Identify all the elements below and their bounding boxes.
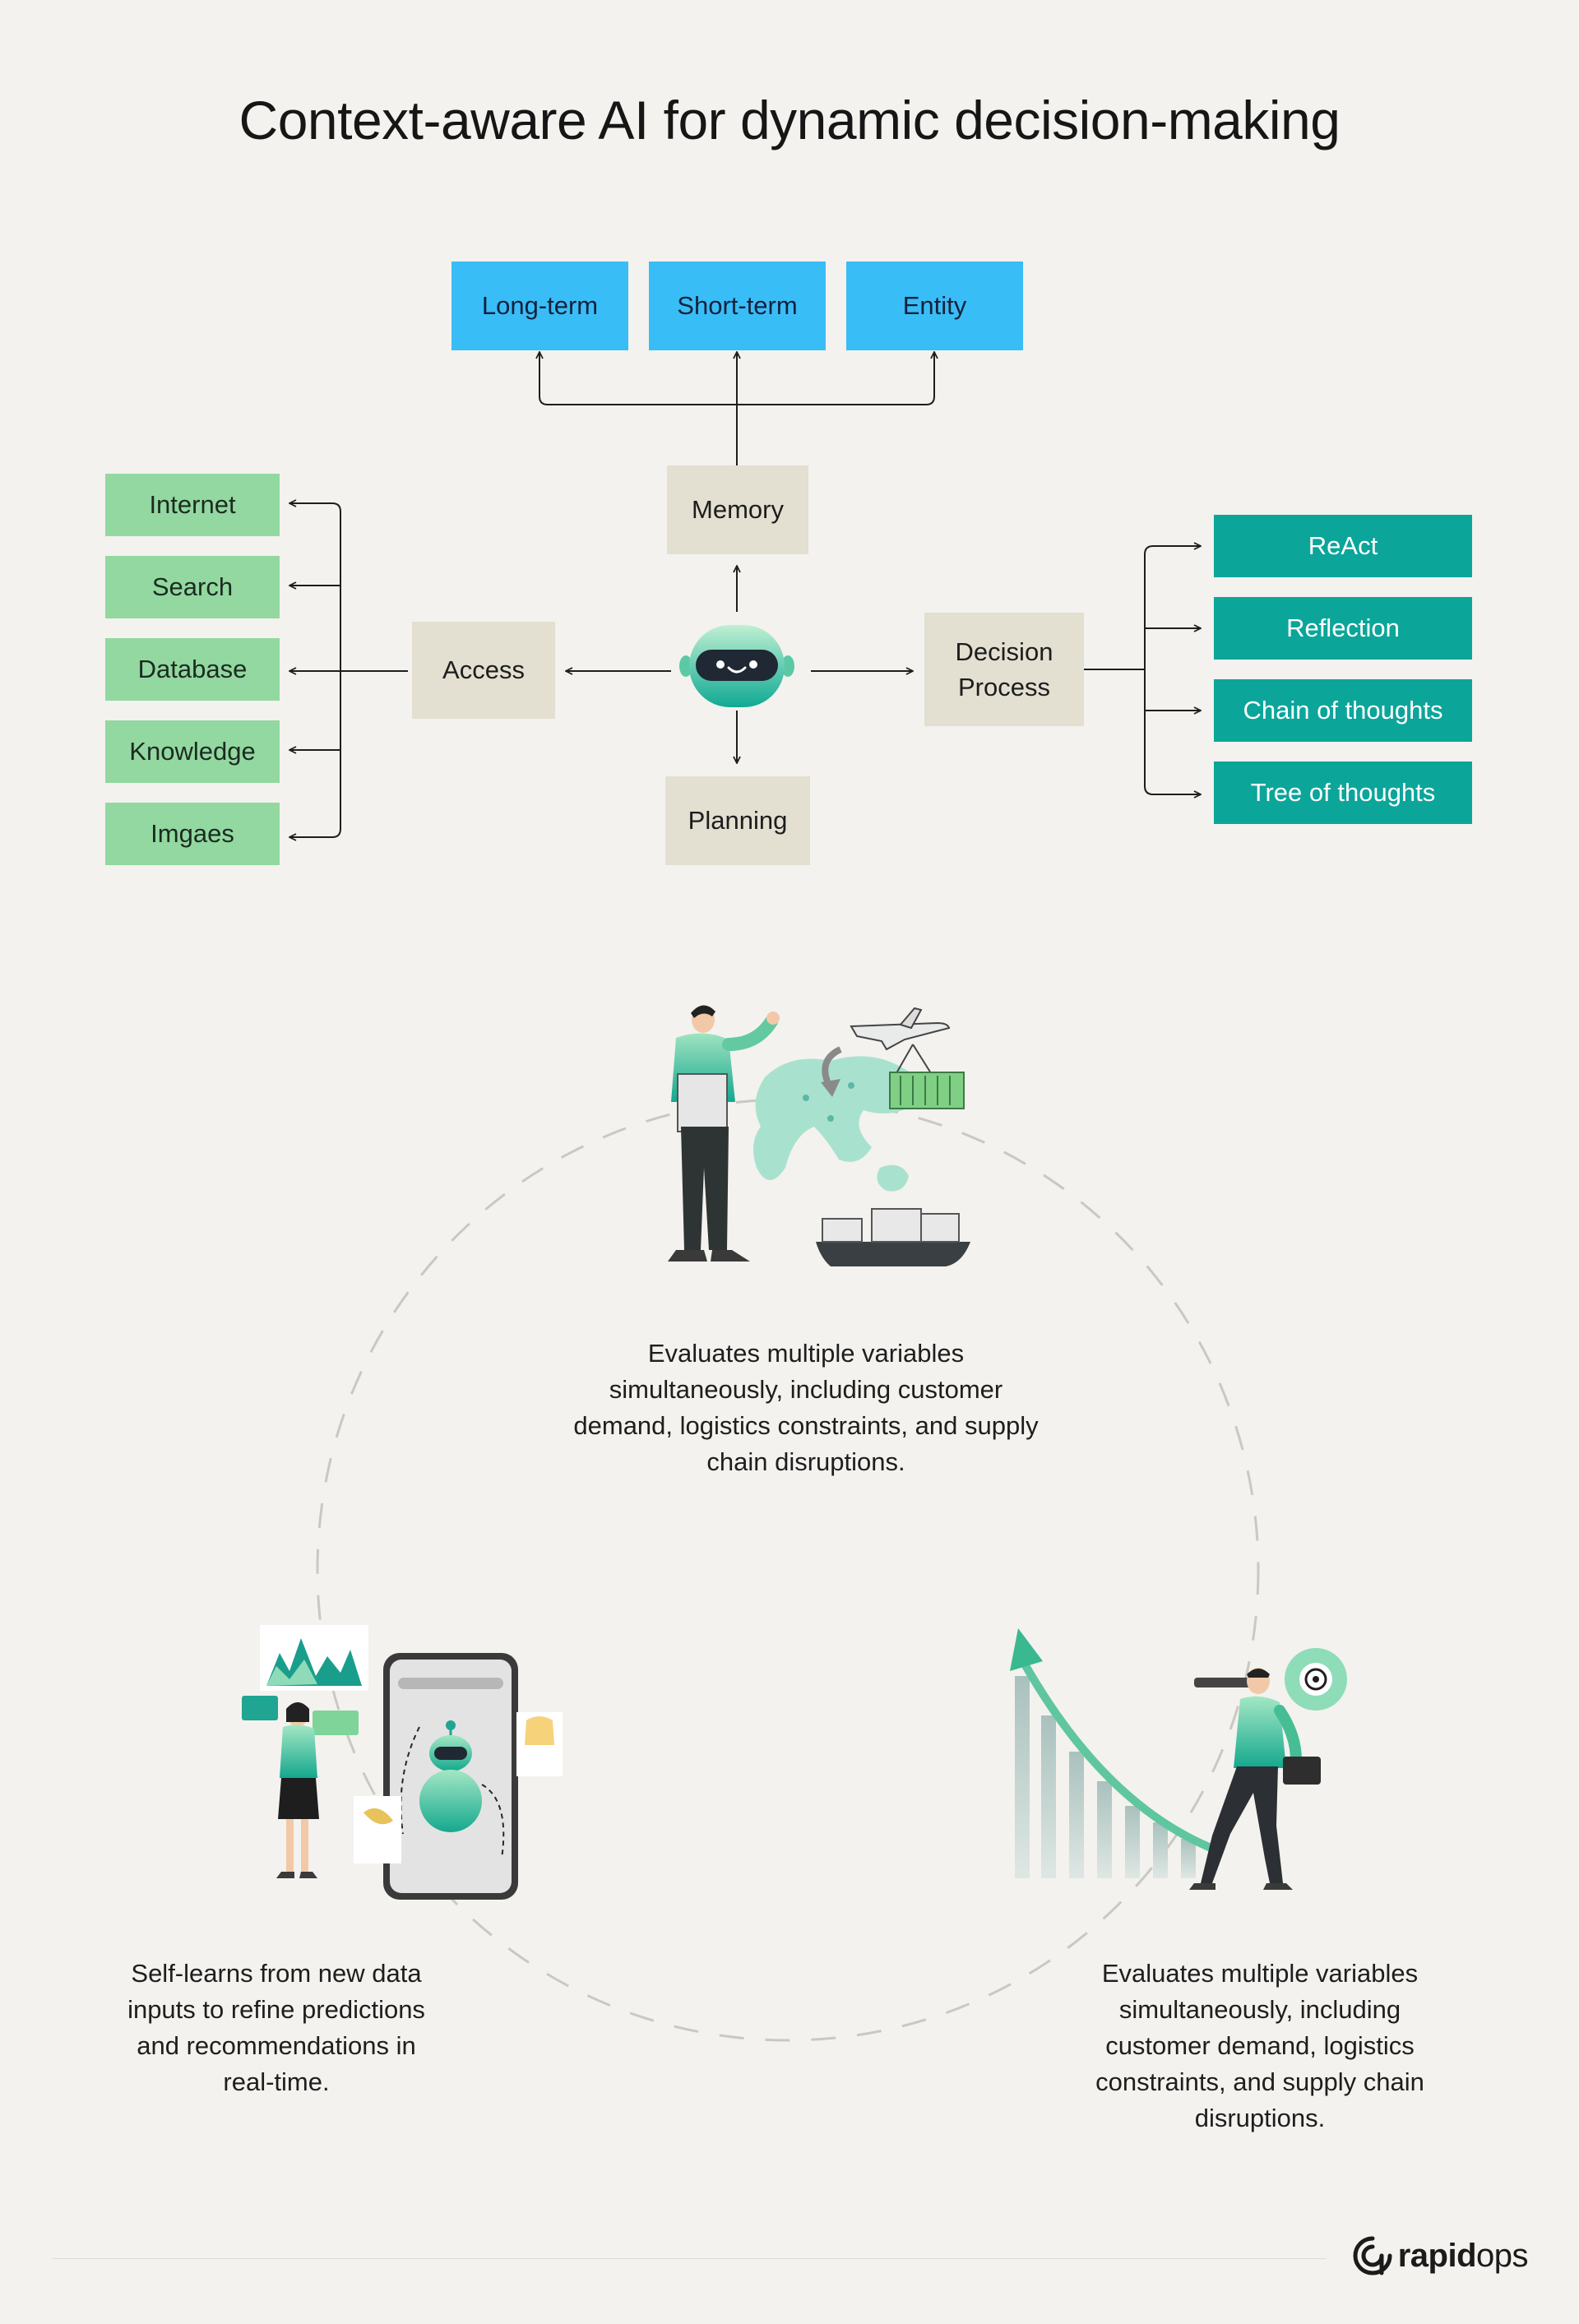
caption-left: Self-learns from new data inputs to refi…: [79, 1956, 474, 2100]
decision-label-line2: Process: [958, 673, 1050, 701]
memory-short-term: Short-term: [649, 262, 826, 350]
brand-logo[interactable]: rapidops: [1352, 2235, 1529, 2276]
caption-left-line: Self-learns from new data: [131, 1959, 422, 1988]
caption-top: Evaluates multiple variables simultaneou…: [510, 1336, 1102, 1480]
brand-name-regular: ops: [1476, 2237, 1529, 2274]
caption-right-line: constraints, and supply chain: [1095, 2067, 1424, 2097]
brand-name-bold: rapid: [1397, 2237, 1477, 2274]
decision-method-react: ReAct: [1214, 515, 1472, 577]
decision-process-node: Decision Process: [924, 613, 1084, 726]
planning-node: Planning: [665, 776, 810, 865]
access-source-internet: Internet: [105, 474, 280, 536]
self-learning-illustration: [242, 1625, 563, 1900]
access-node: Access: [412, 622, 555, 719]
decision-method-tree-of-thoughts: Tree of thoughts: [1214, 762, 1472, 824]
caption-left-line: real-time.: [223, 2067, 330, 2097]
memory-entity: Entity: [846, 262, 1023, 350]
access-source-database: Database: [105, 638, 280, 701]
brand-name: rapidops: [1397, 2237, 1529, 2275]
caption-right-line: simultaneously, including: [1118, 1995, 1401, 2025]
access-source-images: Imgaes: [105, 803, 280, 865]
caption-top-line: chain disruptions.: [706, 1447, 905, 1477]
growth-illustration: [1010, 1628, 1347, 1890]
caption-top-line: demand, logistics constraints, and suppl…: [573, 1411, 1039, 1441]
footer-divider: [53, 2258, 1326, 2259]
robot-icon: [679, 625, 794, 707]
memory-long-term: Long-term: [451, 262, 628, 350]
rapidops-logo-icon: [1353, 2236, 1392, 2275]
page-title: Context-aware AI for dynamic decision-ma…: [238, 90, 1341, 150]
memory-node: Memory: [667, 465, 808, 554]
access-source-knowledge: Knowledge: [105, 720, 280, 783]
caption-right-line: disruptions.: [1194, 2104, 1326, 2133]
logistics-illustration: [668, 1005, 970, 1266]
caption-left-line: and recommendations in: [137, 2031, 416, 2061]
decision-method-chain-of-thoughts: Chain of thoughts: [1214, 679, 1472, 742]
caption-right-line: customer demand, logistics: [1105, 2031, 1415, 2061]
caption-right: Evaluates multiple variables simultaneou…: [1046, 1956, 1474, 2137]
decision-label-line1: Decision: [955, 637, 1053, 666]
access-source-search: Search: [105, 556, 280, 618]
caption-top-line: Evaluates multiple variables: [647, 1339, 965, 1368]
caption-left-line: inputs to refine predictions: [127, 1995, 425, 2025]
caption-right-line: Evaluates multiple variables: [1101, 1959, 1419, 1988]
decision-method-reflection: Reflection: [1214, 597, 1472, 660]
caption-top-line: simultaneously, including customer: [609, 1375, 1003, 1405]
